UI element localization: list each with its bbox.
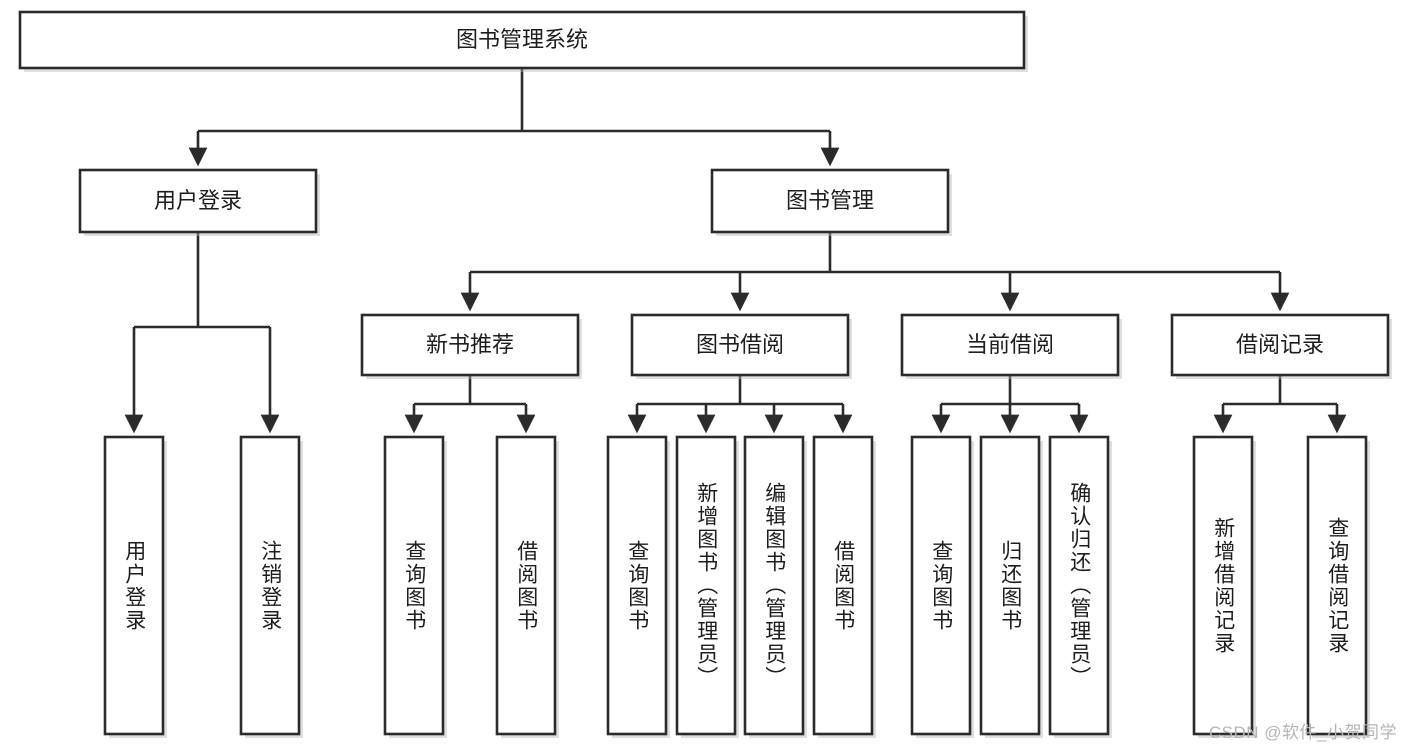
- node-book-borrow-label: 图书借阅: [696, 332, 784, 357]
- node-book-borrow[interactable]: [630, 313, 850, 377]
- node-leaf-query-book-3[interactable]: [910, 435, 972, 736]
- node-layer: 图书管理系统 用户登录 图书管理 新书推荐 图书借阅 当前借阅 借阅记录: [18, 10, 1392, 738]
- node-leaf-borrow-book-2[interactable]: [812, 435, 874, 736]
- node-new-book-rec[interactable]: [360, 313, 580, 377]
- node-leaf-borrow-book-1[interactable]: [495, 435, 557, 736]
- node-borrow-record-label: 借阅记录: [1236, 332, 1324, 357]
- node-current-borrow-label: 当前借阅: [966, 332, 1054, 357]
- node-leaf-user-login[interactable]: [103, 435, 165, 736]
- node-user-login-label: 用户登录: [154, 188, 242, 213]
- node-borrow-record[interactable]: [1170, 313, 1390, 377]
- node-user-login[interactable]: [78, 168, 318, 234]
- node-leaf-edit-book[interactable]: [743, 435, 805, 736]
- node-leaf-query-book-2[interactable]: [606, 435, 668, 736]
- node-current-borrow[interactable]: [900, 313, 1120, 377]
- csdn-watermark: CSDN @软件_小贺同学: [1208, 723, 1397, 742]
- connector-layer: [124, 68, 1347, 434]
- node-root[interactable]: [18, 10, 1026, 70]
- node-new-book-rec-label: 新书推荐: [426, 332, 514, 357]
- node-book-manage[interactable]: [710, 168, 950, 234]
- node-leaf-query-book-1[interactable]: [383, 435, 445, 736]
- node-root-label: 图书管理系统: [456, 27, 588, 52]
- node-leaf-add-book[interactable]: [675, 435, 737, 736]
- node-leaf-return-book[interactable]: [979, 435, 1041, 736]
- node-book-manage-label: 图书管理: [786, 188, 874, 213]
- node-leaf-confirm-return[interactable]: [1048, 435, 1110, 736]
- node-leaf-logout[interactable]: [239, 435, 301, 736]
- node-leaf-query-record[interactable]: [1306, 435, 1368, 736]
- node-leaf-add-record[interactable]: [1192, 435, 1254, 736]
